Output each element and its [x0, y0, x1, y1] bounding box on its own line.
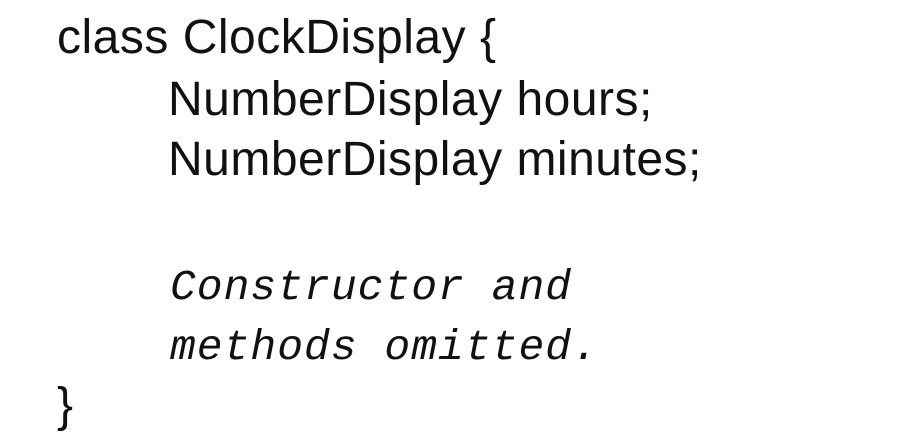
hours-field-line: NumberDisplay hours; [168, 73, 653, 126]
comment-line-2: methods omitted. [170, 323, 599, 372]
class-declaration-line: class ClockDisplay { [57, 11, 497, 64]
minutes-field-line: NumberDisplay minutes; [168, 133, 702, 186]
closing-brace: } [57, 379, 74, 432]
comment-line-1: Constructor and [170, 263, 573, 312]
